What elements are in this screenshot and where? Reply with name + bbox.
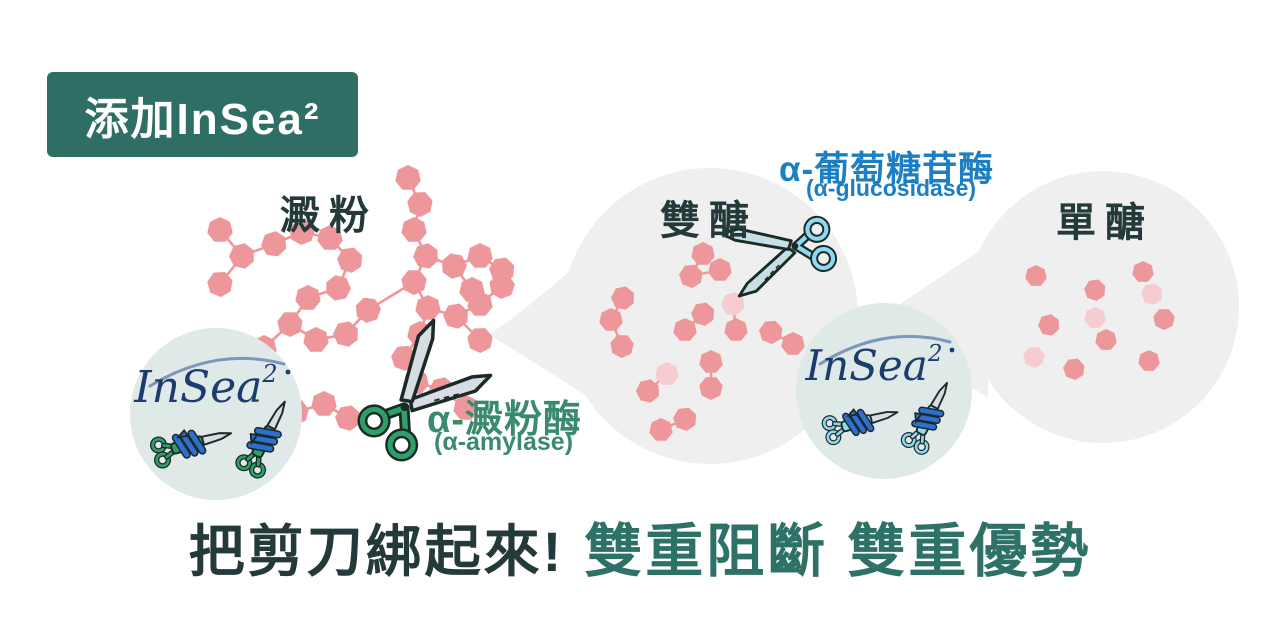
title-badge-label: 添加InSea² xyxy=(84,94,321,144)
insea-logo: InSea2 xyxy=(805,341,943,390)
glucosidase-label-en: (α-glucosidase) xyxy=(806,175,977,201)
logo-swoosh xyxy=(818,334,952,366)
insea-badge-left: InSea2 xyxy=(130,328,302,500)
amylase-label-zh: α-澱粉酶 xyxy=(427,399,583,441)
tagline: 把剪刀綁起來! 雙重阻斷 雙重優勢 xyxy=(0,504,1280,588)
logo-swoosh xyxy=(148,356,286,388)
monosaccharide-label: 單醣 xyxy=(1056,201,1154,245)
monosaccharide-circle xyxy=(967,171,1239,443)
tagline-emphasis: 雙重阻斷 雙重優勢 xyxy=(584,519,1092,584)
starch-label: 澱粉 xyxy=(280,194,378,238)
glucosidase-label-zh: α-葡萄糖苷酶 xyxy=(779,150,995,189)
insea-logo: InSea2 xyxy=(133,360,277,413)
disaccharide-molecules xyxy=(599,242,805,441)
amylase-label-en: (α-amylase) xyxy=(434,428,574,456)
disaccharide-label: 雙醣 xyxy=(660,199,758,243)
insea-badge-right: InSea2 xyxy=(796,303,972,479)
logo-mark-dot xyxy=(949,347,955,353)
tagline-lead: 把剪刀綁起來! xyxy=(188,520,565,583)
logo-mark-dot xyxy=(285,369,291,375)
title-badge: 添加InSea² xyxy=(47,72,358,157)
